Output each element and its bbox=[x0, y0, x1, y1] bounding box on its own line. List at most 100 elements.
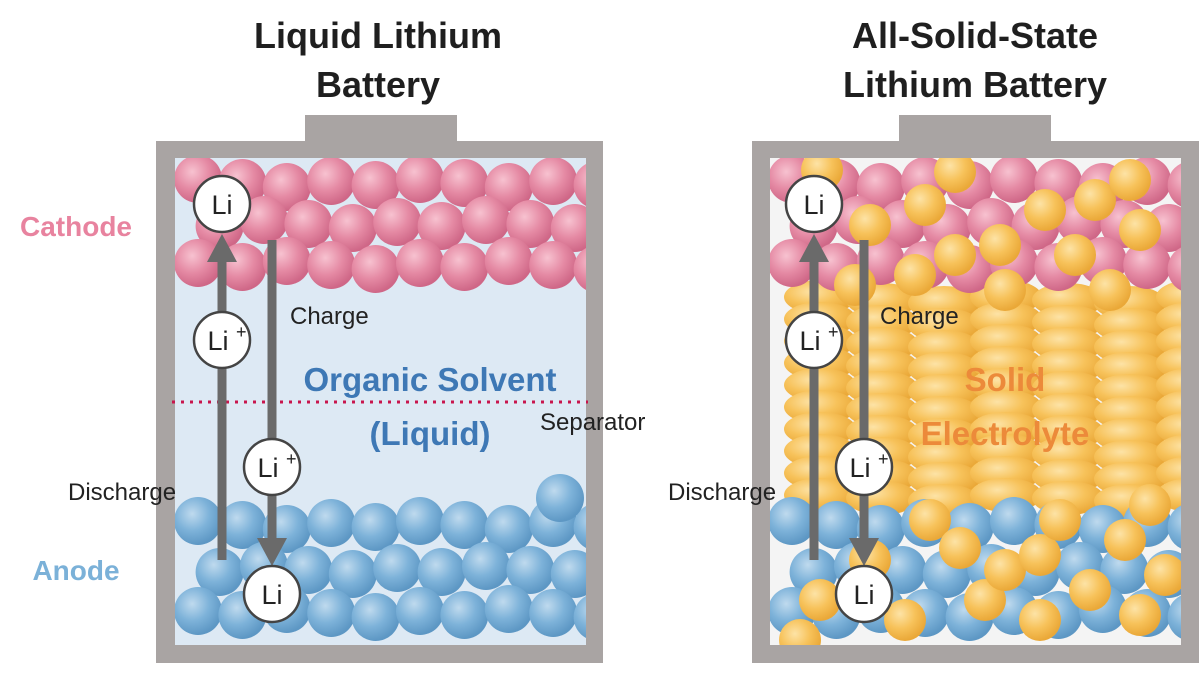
anode-particle bbox=[462, 542, 510, 590]
cathode-label: Cathode bbox=[20, 211, 132, 242]
electrolyte-particle bbox=[1074, 179, 1116, 221]
electrolyte-particle bbox=[1019, 534, 1061, 576]
electrolyte-particle bbox=[779, 619, 821, 645]
arrow-down-icon bbox=[257, 538, 287, 566]
anode-particle bbox=[175, 497, 222, 545]
solid-title-line2: Lithium Battery bbox=[843, 64, 1107, 105]
anode-label: Anode bbox=[32, 555, 119, 586]
liquid-title-line2: Battery bbox=[316, 64, 440, 105]
li-ion-circle-icon: Li bbox=[834, 564, 894, 624]
liquid-ion-bottom: Li bbox=[261, 580, 282, 610]
liquid-ion-left-plus: + bbox=[236, 322, 247, 342]
anode-particle bbox=[307, 589, 356, 637]
solid-state-battery: All-Solid-State Lithium Battery Solid El… bbox=[668, 15, 1199, 663]
electrolyte-particle bbox=[1119, 594, 1161, 636]
electrolyte-particle bbox=[964, 579, 1006, 621]
anode-particle bbox=[195, 548, 244, 596]
anode-particle bbox=[218, 501, 267, 549]
anode-particle bbox=[573, 505, 586, 549]
solid-ion-right-plus: + bbox=[878, 449, 889, 469]
liquid-battery-terminal bbox=[305, 115, 457, 145]
electrolyte-particle bbox=[909, 499, 951, 541]
anode-particle bbox=[351, 503, 400, 551]
electrolyte-particle bbox=[904, 184, 946, 226]
li-ion-circle-icon: Li bbox=[192, 174, 252, 234]
solid-ion-bottom: Li bbox=[853, 580, 874, 610]
electrolyte-label: Electrolyte bbox=[921, 415, 1090, 452]
cathode-particle bbox=[175, 239, 222, 287]
cathode-particle bbox=[440, 243, 489, 291]
solid-charge-label: Charge bbox=[880, 303, 959, 330]
anode-particle bbox=[396, 587, 444, 635]
electrolyte-particle bbox=[939, 527, 981, 569]
electrolyte-particle bbox=[984, 269, 1026, 311]
anode-particle bbox=[175, 587, 222, 635]
cathode-particle bbox=[484, 237, 533, 285]
liquid-charge-label: Charge bbox=[290, 303, 369, 330]
cathode-particle bbox=[440, 159, 489, 207]
electrolyte-particle bbox=[1089, 269, 1131, 311]
liquid-label: (Liquid) bbox=[370, 415, 491, 452]
cathode-particle bbox=[1167, 163, 1181, 207]
cathode-particle bbox=[573, 247, 586, 291]
liquid-title-line1: Liquid Lithium bbox=[254, 15, 502, 56]
cathode-particle bbox=[1123, 241, 1172, 289]
solid-ion-left: Li bbox=[799, 326, 820, 356]
cathode-particle bbox=[529, 241, 578, 289]
solid-battery-terminal bbox=[899, 115, 1051, 145]
electrolyte-particle bbox=[1119, 209, 1161, 251]
electrolyte-particle bbox=[1129, 484, 1171, 526]
liquid-ion-right-plus: + bbox=[286, 449, 297, 469]
anode-particle bbox=[1167, 595, 1181, 639]
electrolyte-particle bbox=[934, 158, 976, 193]
anode-particle bbox=[440, 501, 489, 549]
electrolyte-particle bbox=[799, 579, 841, 621]
electrolyte-particle bbox=[934, 234, 976, 276]
anode-particle bbox=[484, 585, 533, 633]
liquid-ion-left: Li bbox=[207, 326, 228, 356]
solid-particles bbox=[770, 158, 1181, 645]
electrolyte-particle bbox=[1104, 519, 1146, 561]
anode-particle bbox=[417, 548, 466, 596]
cathode-particle bbox=[529, 158, 578, 205]
solid-title-line1: All-Solid-State bbox=[852, 15, 1098, 56]
anode-particle bbox=[770, 497, 816, 545]
cathode-particle bbox=[307, 241, 356, 289]
li-ion-circle-icon: Li bbox=[242, 564, 302, 624]
solid-discharge-label: Discharge bbox=[668, 479, 776, 506]
electrolyte-particle bbox=[1039, 499, 1081, 541]
cathode-particle bbox=[770, 239, 816, 287]
anode-particle bbox=[529, 589, 578, 637]
cathode-particle bbox=[351, 245, 400, 293]
electrolyte-particle bbox=[849, 204, 891, 246]
electrolyte-particle bbox=[1144, 554, 1181, 596]
anode-particle bbox=[536, 474, 584, 522]
electrolyte-particle bbox=[894, 254, 936, 296]
liquid-ion-top: Li bbox=[211, 190, 232, 220]
electrolyte-particle bbox=[884, 599, 926, 641]
li-ion-circle-icon: Li + bbox=[834, 437, 894, 497]
li-ion-circle-icon: Li + bbox=[242, 437, 302, 497]
cathode-particle bbox=[990, 158, 1038, 203]
anode-particle bbox=[307, 499, 356, 547]
liquid-ion-right: Li bbox=[257, 453, 278, 483]
liquid-discharge-label: Discharge bbox=[68, 479, 176, 506]
arrow-up-icon bbox=[207, 234, 237, 262]
cathode-particle bbox=[351, 161, 400, 209]
cathode-particle bbox=[284, 200, 333, 248]
cathode-particle bbox=[307, 158, 356, 205]
cathode-particle bbox=[573, 163, 586, 207]
anode-particle bbox=[351, 593, 400, 641]
cathode-particle bbox=[396, 239, 444, 287]
anode-particle bbox=[812, 501, 861, 549]
li-ion-circle-icon: Li + bbox=[192, 310, 252, 370]
anode-particle bbox=[550, 550, 586, 598]
anode-particle bbox=[573, 595, 586, 639]
organic-solvent-label: Organic Solvent bbox=[303, 361, 556, 398]
anode-particle bbox=[1100, 546, 1149, 594]
anode-particle bbox=[328, 550, 377, 598]
arrow-down-icon bbox=[849, 538, 879, 566]
cathode-particle bbox=[462, 196, 510, 244]
cathode-particle bbox=[550, 204, 586, 252]
